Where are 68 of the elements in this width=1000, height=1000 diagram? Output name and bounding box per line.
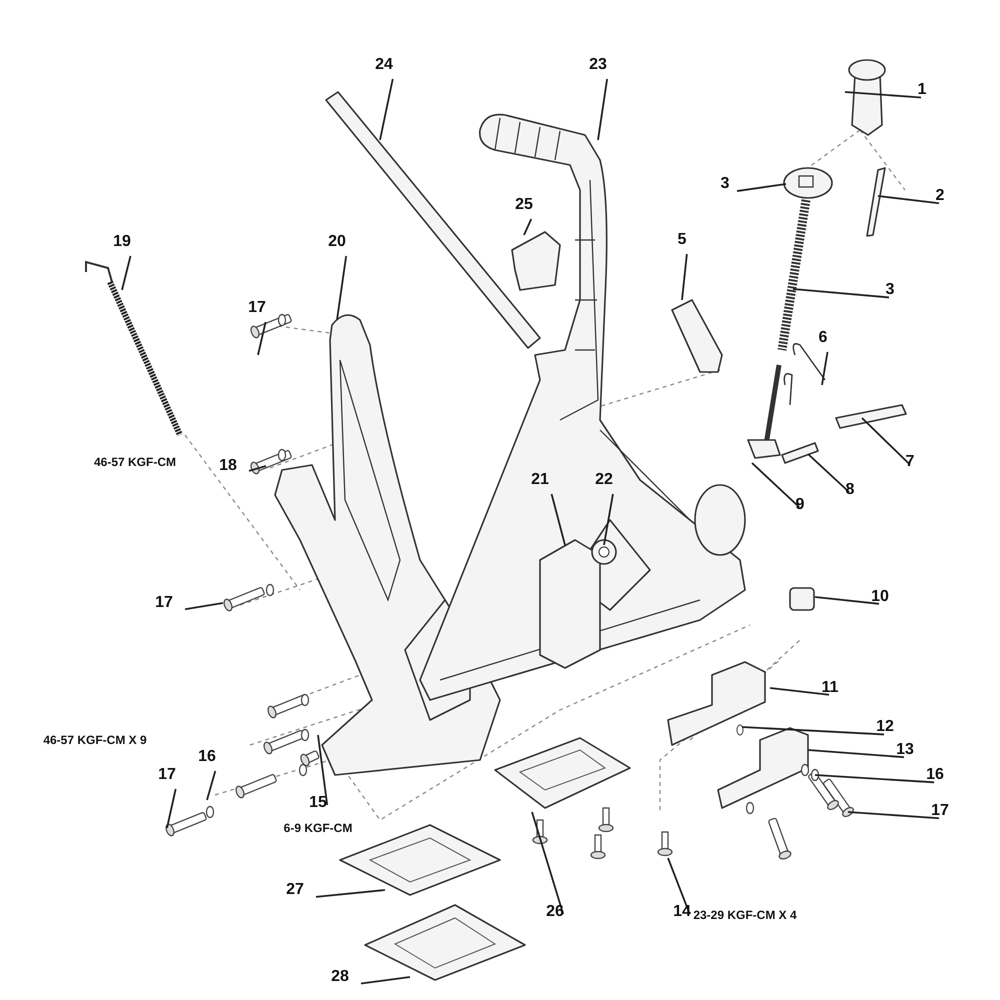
leader-line <box>379 78 394 140</box>
leader-line <box>667 858 691 914</box>
callout-number: 13 <box>895 742 915 758</box>
leader-line <box>681 254 688 300</box>
callout-number: 17 <box>157 767 177 783</box>
leader-line <box>821 352 828 386</box>
leader-line <box>316 889 386 898</box>
callout-number: 11 <box>820 680 840 696</box>
callout-number: 3 <box>720 176 730 192</box>
callout-number: 23 <box>588 57 608 73</box>
torque-spec-note: 6-9 KGF-CM <box>284 820 352 837</box>
callout-number: 17 <box>154 595 174 611</box>
callout-number: 22 <box>594 472 614 488</box>
callout-number: 7 <box>904 454 916 470</box>
callout-number: 9 <box>794 497 806 513</box>
callout-number: 20 <box>327 234 347 250</box>
leader-line <box>336 256 348 320</box>
leader-line <box>736 183 786 192</box>
callout-number: 26 <box>545 904 565 920</box>
callout-number: 25 <box>514 197 534 213</box>
leader-line <box>814 596 880 605</box>
callout-number: 6 <box>818 330 828 346</box>
leader-line <box>317 734 328 806</box>
leader-line <box>807 453 850 493</box>
torque-spec-note: 46-57 KGF-CM X 9 <box>43 732 147 749</box>
leader-line <box>848 811 940 820</box>
callout-number: 3 <box>884 282 896 298</box>
callout-number: 10 <box>870 589 890 605</box>
leader-line <box>248 465 266 472</box>
leader-line <box>751 462 800 508</box>
callout-number: 19 <box>112 234 132 250</box>
callout-number: 17 <box>930 803 950 819</box>
callout-number: 16 <box>197 749 217 765</box>
leader-line <box>603 494 614 546</box>
callout-number: 17 <box>247 300 267 316</box>
leader-line <box>166 788 177 828</box>
leader-line <box>523 218 532 236</box>
callout-number: 8 <box>844 482 856 498</box>
torque-spec-note: 46-57 KGF-CM <box>94 454 176 471</box>
leader-line <box>814 774 934 784</box>
callout-number: 27 <box>285 882 305 898</box>
leader-line <box>206 770 216 800</box>
leader-line <box>257 322 266 356</box>
callout-number: 24 <box>374 57 394 73</box>
leader-line <box>531 812 564 914</box>
callout-number: 1 <box>916 82 928 98</box>
leader-line <box>808 749 904 758</box>
leader-line <box>770 687 830 696</box>
leader-line <box>360 976 410 984</box>
leader-line <box>844 91 922 98</box>
leader-line <box>597 78 608 140</box>
callout-number: 2 <box>934 188 946 204</box>
leader-line <box>861 417 910 465</box>
leader-line <box>742 726 884 736</box>
leader-line <box>121 256 132 290</box>
callout-number: 21 <box>530 472 550 488</box>
callout-number: 5 <box>676 232 688 248</box>
leader-line <box>878 195 940 204</box>
leader-line <box>184 602 224 610</box>
callout-number: 18 <box>218 458 238 474</box>
callout-number: 15 <box>308 795 328 811</box>
callout-number: 16 <box>925 767 945 783</box>
torque-spec-note: 23-29 KGF-CM X 4 <box>693 907 797 924</box>
callout-number: 14 <box>672 904 692 920</box>
leader-line <box>792 288 890 298</box>
callout-number: 12 <box>875 719 895 735</box>
callout-number: 28 <box>330 969 350 985</box>
leader-line <box>550 494 566 546</box>
